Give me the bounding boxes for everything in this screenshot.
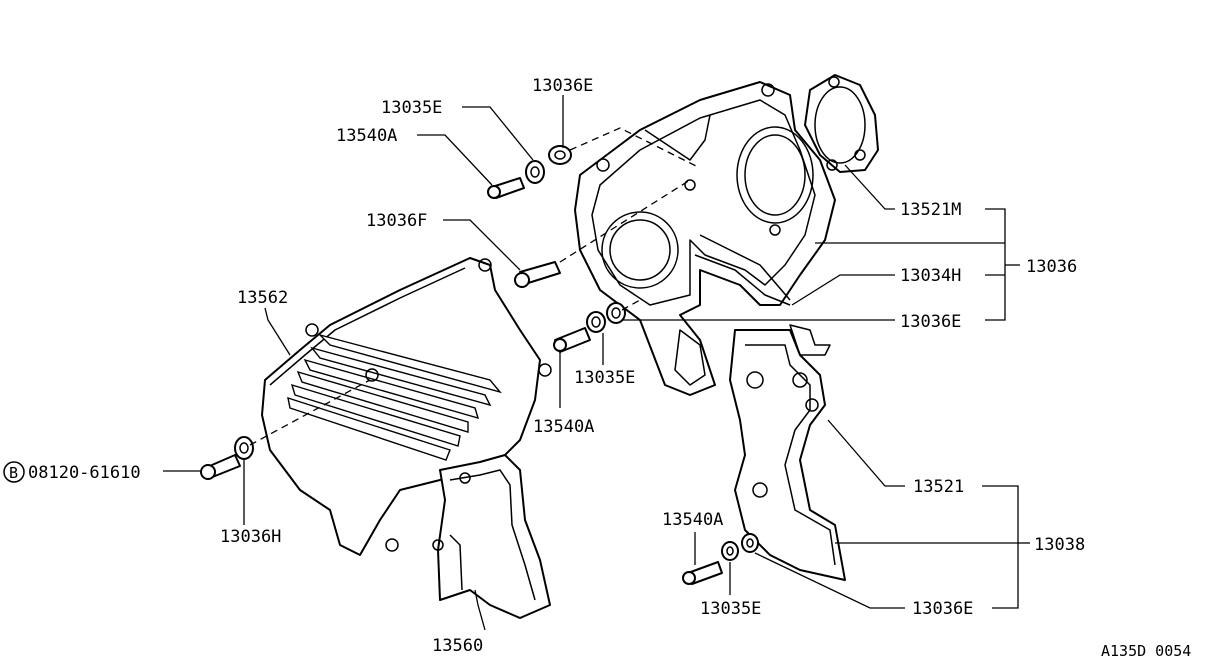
label-13560: 13560 [432,636,483,656]
bolt-callout-08120-61610: B 08120-61610 [3,461,141,483]
bolt-13540A-bottom [682,561,723,585]
grille [287,333,502,461]
label-13035E-bottom: 13035E [700,599,761,619]
assembly-lines [249,127,701,446]
label-13540A-mid: 13540A [533,417,594,437]
seal-13036E-mid [606,302,626,324]
lower-front-cover-13521 [729,324,846,581]
label-13036E-top: 13036E [532,76,593,96]
seal-13036E-bottom [741,533,759,553]
bolt-08120-61610 [200,454,241,480]
bolt-13036F [514,261,561,288]
seal-13036H [234,436,254,460]
upper-front-cover-13036 [574,81,836,396]
bolt-13540A-top [487,177,525,199]
label-13036: 13036 [1026,257,1077,277]
leader-lines [163,95,1030,631]
label-13034H: 13034H [900,266,961,286]
label-13562: 13562 [237,288,288,308]
label-13036E-bottom: 13036E [912,599,973,619]
label-13036H: 13036H [220,527,281,547]
label-13540A-top: 13540A [336,126,397,146]
label-13521: 13521 [913,477,964,497]
bolt-symbol-circle [3,461,25,483]
part-labels: 13036E 13035E 13540A 13036F 13562 B 0812… [3,76,1191,660]
label-13038: 13038 [1034,535,1085,555]
label-13521M: 13521M [900,200,961,220]
washer-13035E-top [525,160,545,184]
figure-code: A135D 0054 [1101,642,1191,660]
label-13035E-mid: 13035E [574,368,635,388]
washer-13035E-bottom [721,541,739,561]
bolt-13540A-mid [553,327,591,353]
bolt-symbol-letter: B [9,464,18,482]
label-13036E-mid: 13036E [900,312,961,332]
seal-13036E-top [548,145,572,165]
gasket-13521M [804,74,879,173]
cover-13560 [432,454,551,619]
label-08120-61610: 08120-61610 [28,463,141,483]
washer-13035E-mid [586,311,606,333]
label-13036F: 13036F [366,211,427,231]
label-13035E-top: 13035E [381,98,442,118]
label-13540A-bottom: 13540A [662,510,723,530]
